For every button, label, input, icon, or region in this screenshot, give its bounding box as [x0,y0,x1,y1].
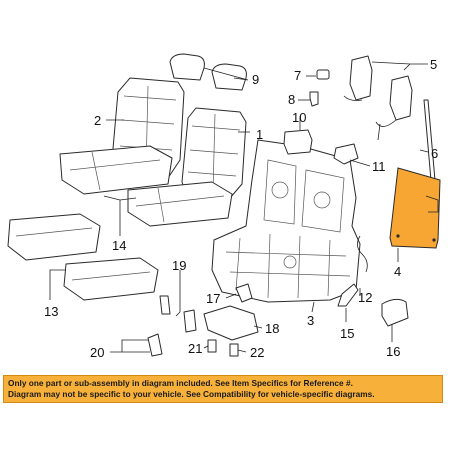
callout-19: 19 [172,258,186,273]
callout-16: 16 [386,344,400,359]
part-9-headrests [169,53,247,91]
part-20-brackets [147,295,171,357]
part-7-clip [316,69,330,80]
callout-6: 6 [431,146,438,161]
part-17-hinge [235,283,253,303]
callout-13: 13 [44,304,58,319]
callout-numbers: 1 2 3 4 5 6 7 8 9 10 11 12 13 14 15 16 1… [44,57,438,360]
notice-line-1: Only one part or sub-assembly in diagram… [8,378,353,388]
part-14-seat-cushions [59,145,233,227]
callout-10: 10 [292,110,306,125]
callout-12: 12 [358,290,372,305]
callout-15: 15 [340,326,354,341]
part-15-lever [337,283,359,307]
part-10-latch [283,129,313,155]
callout-22: 22 [250,345,264,360]
notice-line-2: Diagram may not be specific to your vehi… [8,389,375,399]
callout-17: 17 [206,291,220,306]
part-19-bracket [183,309,197,333]
callout-7: 7 [294,68,301,83]
callout-3: 3 [307,313,314,328]
part-21-bolt [207,339,217,353]
callout-4: 4 [394,264,401,279]
part-5-guides [343,55,413,141]
callout-21: 21 [188,341,202,356]
part-11-bracket [333,143,359,165]
leader-lines [49,61,429,353]
part-3-seat-frame [211,139,361,303]
callout-8: 8 [288,92,295,107]
part-12-cable [357,235,368,273]
callout-11: 11 [372,159,386,174]
callout-1: 1 [256,127,263,142]
callout-20: 20 [90,345,104,360]
part-22-nut [229,343,239,357]
part-13-lower-cushions [7,213,159,301]
callout-5: 5 [430,57,437,72]
callout-18: 18 [265,321,279,336]
part-16-cover [381,298,409,327]
callout-2: 2 [94,113,101,128]
part-18-recliner [203,305,259,341]
part-4-back-panel[interactable] [389,167,441,249]
part-8-bracket [309,91,319,107]
compatibility-notice-banner: Only one part or sub-assembly in diagram… [3,375,443,403]
callout-9: 9 [252,72,259,87]
callout-14: 14 [112,238,126,253]
